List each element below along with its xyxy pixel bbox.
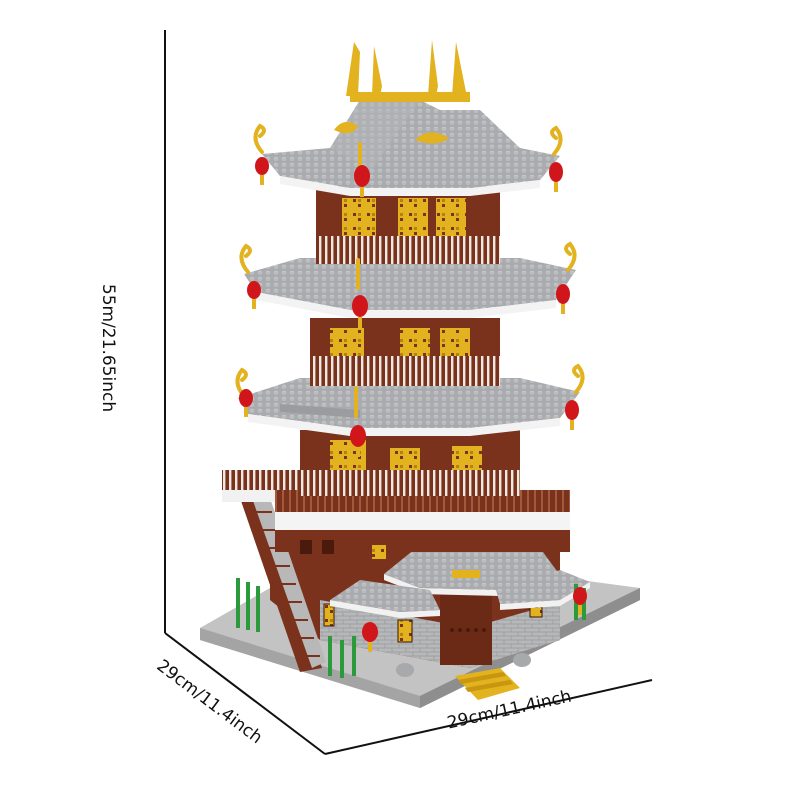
lantern: [247, 281, 261, 309]
third-floor: [310, 318, 500, 386]
lantern: [255, 157, 269, 185]
lantern: [350, 425, 366, 457]
gold-eave-ornaments: [235, 123, 585, 418]
roof-tier-3: [238, 378, 580, 436]
dragon-ornament: [346, 42, 360, 96]
dimension-lines: [164, 30, 653, 755]
lantern: [354, 165, 370, 197]
staircase: [240, 498, 326, 672]
lantern: [565, 400, 579, 430]
door-plaque: [452, 570, 480, 578]
lantern: [362, 622, 378, 652]
height-dimension-label: 55m/21.65inch: [98, 283, 119, 413]
top-floor: [316, 186, 500, 264]
depth-line: [164, 632, 326, 755]
lantern: [352, 295, 368, 329]
red-lanterns: [239, 157, 587, 652]
width-line: [324, 679, 653, 755]
lantern: [549, 162, 563, 192]
roof-tier-1: [262, 40, 560, 196]
second-floor: [300, 430, 520, 496]
lantern: [556, 284, 570, 314]
main-balcony: [222, 470, 570, 559]
ground-floor: [270, 520, 590, 677]
roof-tier-2: [244, 258, 576, 318]
lantern: [239, 389, 253, 417]
lantern: [573, 587, 587, 615]
